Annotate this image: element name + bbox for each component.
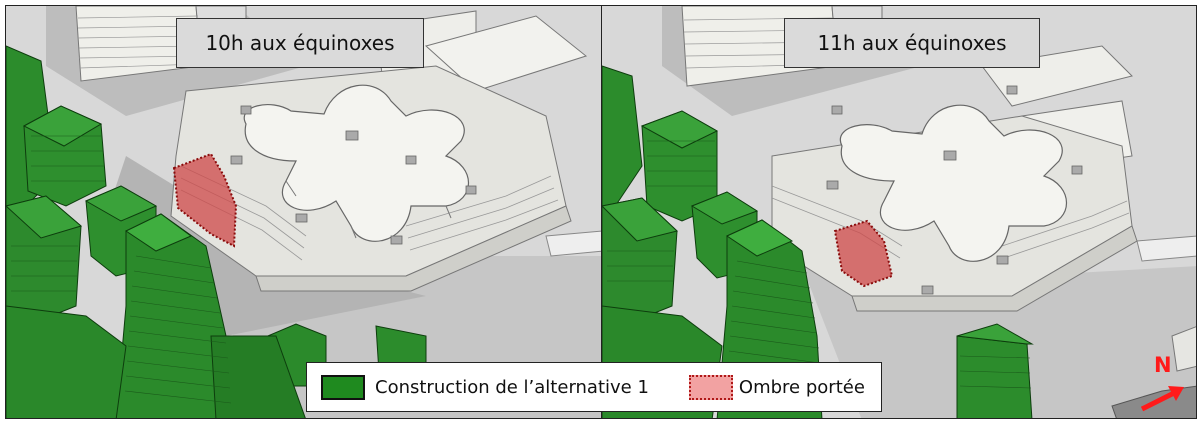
time-label-11h: 11h aux équinoxes xyxy=(784,18,1040,68)
legend-shadow-label: Ombre portée xyxy=(738,376,865,398)
construction-buildings xyxy=(6,45,427,418)
north-letter: N xyxy=(1154,353,1172,377)
time-label-10h: 10h aux équinoxes xyxy=(176,18,424,68)
north-indicator: N xyxy=(1130,353,1190,413)
legend-item-construction: Construction de l’alternative 1 xyxy=(307,374,649,400)
cast-shadow-area xyxy=(833,219,894,288)
hospital-complex xyxy=(170,65,572,292)
north-arrow-icon xyxy=(1140,386,1184,412)
cast-shadow-area xyxy=(172,152,238,248)
legend-construction-label: Construction de l’alternative 1 xyxy=(375,376,649,398)
legend-item-shadow: Ombre portée xyxy=(649,374,865,400)
scene-3d-render xyxy=(602,6,1196,418)
scene-panel-11h: 11h aux équinoxes xyxy=(601,5,1197,419)
construction-swatch xyxy=(321,374,365,400)
legend: Construction de l’alternative 1 Ombre po… xyxy=(306,362,882,412)
scene-panel-10h: 10h aux équinoxes xyxy=(5,5,602,419)
shadow-swatch xyxy=(688,374,733,400)
